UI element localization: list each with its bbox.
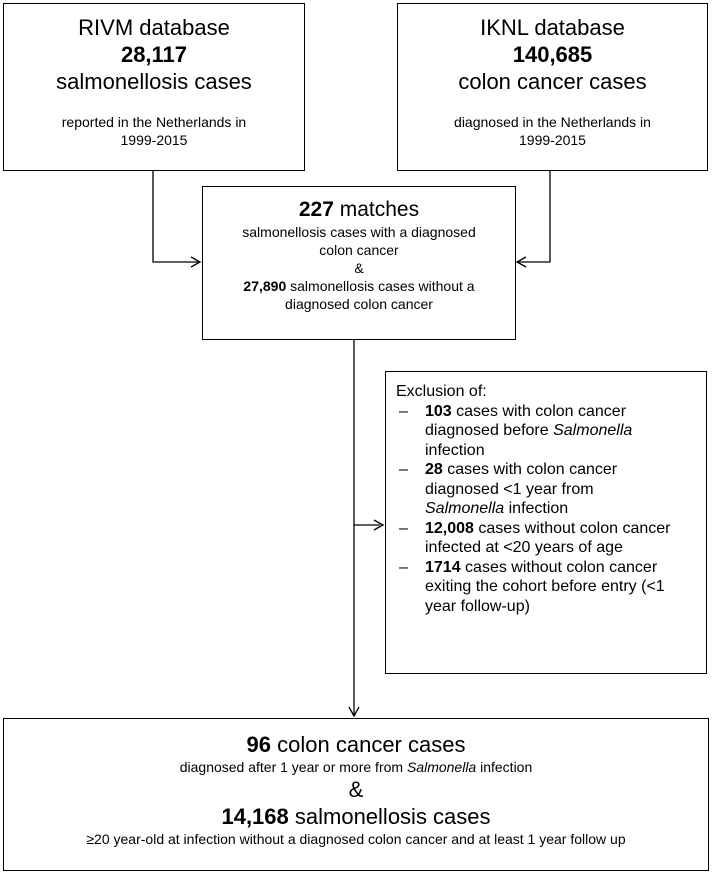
iknl-count: 140,685 <box>512 42 593 67</box>
iknl-title: IKNL database <box>480 15 625 40</box>
exclusion-text: infected at <20 years of age <box>425 539 623 556</box>
arrowhead-iknl <box>515 256 527 268</box>
exclusion-text: cases with colon cancer <box>447 461 618 478</box>
exclusion-text: diagnosed before <box>425 422 549 439</box>
final-label-1: colon cancer cases <box>277 732 466 757</box>
exclusion-count: 103 <box>425 402 452 420</box>
rivm-database-box: RIVM database 28,117 salmonellosis cases… <box>3 3 305 171</box>
final-desc-2: ≥20 year-old at infection without a diag… <box>86 831 626 847</box>
exclusion-item: – 1714 cases without colon cancer exitin… <box>396 558 696 617</box>
dash-bullet: – <box>399 558 408 576</box>
final-desc-1: diagnosed after 1 year or more from <box>179 759 404 775</box>
arrowhead-rivm <box>190 256 202 268</box>
matches-other-count: 27,890 <box>243 278 287 294</box>
exclusion-italic-text: Salmonella <box>425 500 505 517</box>
exclusion-count: 28 <box>425 461 443 478</box>
exclusion-item: – 12,008 cases without colon cancer infe… <box>396 519 696 558</box>
iknl-note-2: 1999-2015 <box>519 132 586 148</box>
exclusion-item: – 103 cases with colon cancer diagnosed … <box>396 402 696 461</box>
iknl-label: colon cancer cases <box>458 69 647 94</box>
final-ampersand: & <box>348 777 364 802</box>
matches-other-desc-2: diagnosed colon cancer <box>285 296 433 312</box>
exclusion-count: 12,008 <box>425 519 474 537</box>
arrowhead-exclusion <box>373 519 385 531</box>
exclusion-italic-text: Salmonella <box>553 422 633 439</box>
rivm-note-2: 1999-2015 <box>120 132 188 148</box>
exclusion-text: cases without colon cancer <box>478 519 671 537</box>
final-cohort-box: 96 colon cancer cases diagnosed after 1 … <box>3 718 709 871</box>
iknl-database-box: IKNL database 140,685 colon cancer cases… <box>397 3 708 171</box>
dash-bullet: – <box>399 402 408 420</box>
matches-count: 227 <box>298 198 334 221</box>
arrowhead-final <box>348 706 360 718</box>
dash-bullet: – <box>399 519 408 537</box>
dash-bullet: – <box>399 461 408 478</box>
matches-desc-1: salmonellosis cases with a diagnosed <box>242 224 476 240</box>
matches-ampersand: & <box>354 260 364 276</box>
arrow-rivm-to-matches <box>152 171 198 263</box>
exclusion-item: – 28 cases with colon cancer diagnosed <… <box>396 460 696 519</box>
exclusion-text: year follow-up) <box>425 597 530 615</box>
matches-other-desc-1: salmonellosis cases without a <box>290 278 475 294</box>
final-count-1: 96 <box>246 732 272 757</box>
exclusion-text: infection <box>508 500 569 517</box>
rivm-count: 28,117 <box>120 42 188 67</box>
rivm-note-1: reported in the Netherlands in <box>61 114 247 130</box>
exclusion-list: – 103 cases with colon cancer diagnosed … <box>396 402 696 617</box>
exclusion-text: cases without colon cancer <box>465 558 658 576</box>
exclusion-count: 1714 <box>425 558 461 576</box>
matches-box: 227 matches salmonellosis cases with a d… <box>202 186 516 340</box>
exclusion-text: cases with colon cancer <box>456 402 627 420</box>
final-desc-1-post: infection <box>480 759 533 775</box>
matches-label: matches <box>339 198 420 221</box>
rivm-label: salmonellosis cases <box>56 69 252 94</box>
iknl-note-1: diagnosed in the Netherlands in <box>454 114 651 130</box>
exclusion-title: Exclusion of: <box>396 383 487 400</box>
exclusion-text: exiting the cohort before entry (<1 <box>425 578 665 595</box>
exclusion-box: Exclusion of: – 103 cases with colon can… <box>385 371 707 674</box>
arrow-iknl-to-matches <box>518 171 551 263</box>
exclusion-text: infection <box>425 441 485 459</box>
matches-desc-2: colon cancer <box>319 242 399 258</box>
rivm-title: RIVM database <box>78 15 230 40</box>
final-desc-1-italic: Salmonella <box>406 759 477 775</box>
exclusion-text: diagnosed <1 year from <box>425 480 594 498</box>
final-label-2: salmonellosis cases <box>294 804 491 829</box>
final-count-2: 14,168 <box>221 804 289 829</box>
